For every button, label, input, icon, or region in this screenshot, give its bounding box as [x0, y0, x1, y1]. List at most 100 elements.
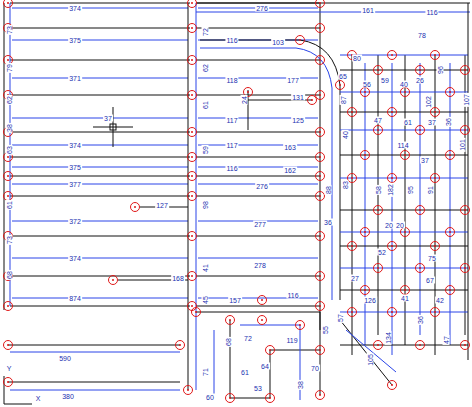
- dimension-label: 177: [286, 77, 300, 84]
- node-circle: [401, 228, 410, 237]
- dimension-label: 119: [285, 337, 298, 344]
- node-ring: [4, 0, 13, 8]
- parcel-line: [8, 345, 180, 346]
- node-circle: [188, 56, 197, 65]
- node-dot: [319, 175, 321, 177]
- node-circle: [374, 126, 383, 135]
- node-dot: [247, 91, 249, 93]
- dimension-label: 126: [363, 297, 377, 304]
- dimension-label: 116: [225, 37, 238, 44]
- node-dot: [319, 394, 321, 396]
- parcel-line: [10, 157, 190, 158]
- node-ring: [316, 128, 325, 137]
- dimension-label: 40: [399, 81, 409, 88]
- node-dot: [187, 389, 189, 391]
- node-circle: [188, 128, 197, 137]
- dimension-label: 27: [350, 275, 360, 282]
- dimension-label: 61: [6, 200, 13, 210]
- node-ring: [461, 206, 470, 215]
- node-circle: [361, 228, 370, 237]
- node-circle: [296, 36, 305, 45]
- node-circle: [446, 88, 455, 97]
- node-dot: [112, 279, 114, 281]
- parcel-line: [196, 28, 320, 29]
- dimension-label: 114: [396, 142, 409, 149]
- node-ring: [361, 228, 370, 237]
- node-circle: [316, 192, 325, 201]
- node-circle: [316, 391, 325, 400]
- road-curve: [200, 40, 340, 300]
- node-circle: [388, 242, 397, 251]
- node-circle: [226, 394, 235, 403]
- parcel-line: [10, 276, 190, 277]
- node-dot: [191, 27, 193, 29]
- node-dot: [419, 69, 421, 71]
- node-circle: [316, 346, 325, 355]
- node-dot: [195, 311, 197, 313]
- dimension-label: 375: [68, 164, 82, 171]
- node-dot: [464, 129, 466, 131]
- node-ring: [388, 381, 397, 390]
- node-dot: [191, 195, 193, 197]
- dimension-label: 20: [395, 222, 405, 229]
- node-dot: [319, 131, 321, 133]
- node-ring: [374, 206, 383, 215]
- dimension-label: 590: [58, 355, 72, 362]
- node-dot: [261, 319, 263, 321]
- node-circle: [374, 341, 383, 350]
- node-dot: [299, 39, 301, 41]
- parcel-line: [196, 196, 320, 197]
- node-ring: [461, 264, 470, 273]
- dimension-label: 60: [205, 394, 215, 401]
- node-ring: [446, 88, 455, 97]
- dimension-label: 61: [202, 100, 209, 110]
- node-ring: [316, 24, 325, 33]
- dimension-label: 127: [155, 202, 169, 209]
- node-ring: [416, 341, 425, 350]
- node-dot: [364, 289, 366, 291]
- node-dot: [319, 275, 321, 277]
- node-dot: [191, 156, 193, 158]
- node-circle: [348, 308, 357, 317]
- node-circle: [361, 151, 370, 160]
- dimension-label: 56: [362, 81, 372, 88]
- node-ring: [188, 172, 197, 181]
- node-dot: [434, 54, 436, 56]
- node-dot: [404, 289, 406, 291]
- node-circle: [188, 24, 197, 33]
- node-circle: [192, 308, 201, 317]
- node-dot: [391, 177, 393, 179]
- parcel-line: [196, 132, 320, 133]
- node-ring: [316, 391, 325, 400]
- node-dot: [377, 267, 379, 269]
- node-circle: [188, 272, 197, 281]
- node-ring: [4, 302, 13, 311]
- node-ring: [316, 0, 325, 8]
- node-circle: [388, 308, 397, 317]
- dimension-line: [10, 390, 180, 391]
- node-circle: [446, 286, 455, 295]
- node-ring: [416, 264, 425, 273]
- dimension-label: 103: [271, 39, 285, 46]
- node-circle: [184, 386, 193, 395]
- lot-line: [340, 130, 468, 131]
- node-ring: [266, 346, 275, 355]
- node-dot: [351, 245, 353, 247]
- dimension-label: 72: [202, 27, 209, 37]
- parcel-line: [10, 132, 190, 133]
- node-circle: [388, 51, 397, 60]
- dimension-label: 101: [459, 138, 466, 152]
- dimension-label: 276: [255, 183, 269, 190]
- node-dot: [377, 69, 379, 71]
- node-circle: [4, 172, 13, 181]
- dimension-label: 52: [377, 249, 387, 256]
- dimension-label: 40: [342, 130, 349, 140]
- node-dot: [464, 209, 466, 211]
- dimension-label: 73: [6, 235, 13, 245]
- lot-line: [435, 55, 436, 355]
- node-dot: [191, 305, 193, 307]
- node-ring: [416, 126, 425, 135]
- dimension-label: 38: [297, 380, 304, 390]
- node-circle: [109, 276, 118, 285]
